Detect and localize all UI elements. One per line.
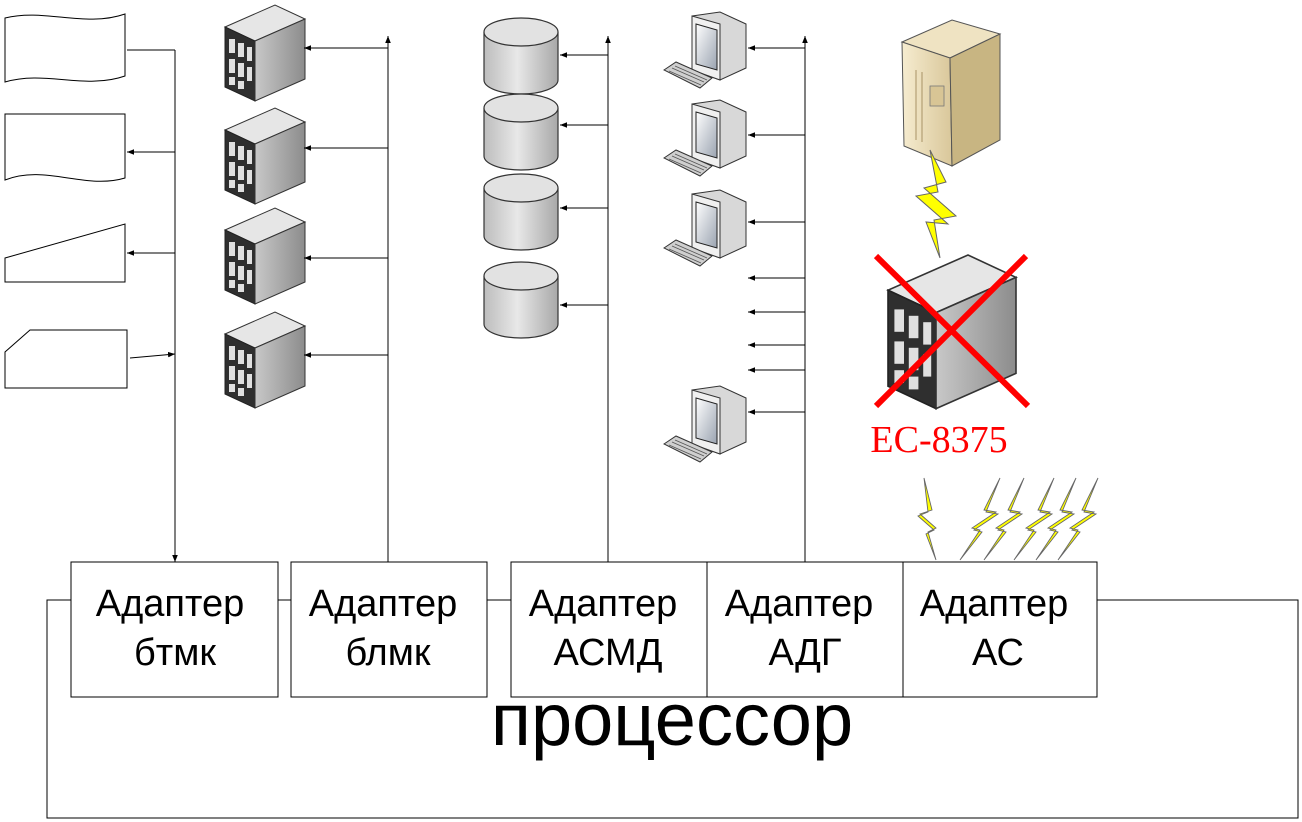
terminals xyxy=(663,11,747,463)
lightning-bolt-4 xyxy=(1013,477,1055,561)
adapter-adg: Адаптер АДГ xyxy=(706,561,904,698)
crossed-unit xyxy=(873,253,1031,410)
adapter-blmk-line1: Адаптер xyxy=(309,583,457,625)
server-icon xyxy=(900,19,1002,167)
tape-units xyxy=(224,4,306,409)
media-bus xyxy=(127,49,178,562)
punched-tape-1 xyxy=(4,13,126,83)
lightning-bolt-3 xyxy=(983,477,1025,561)
model-label: ЕС-8375 xyxy=(870,419,1007,461)
document-icon xyxy=(4,223,126,283)
adapter-as-line1: Адаптер xyxy=(920,583,1068,625)
disk-bus xyxy=(560,36,611,562)
adapter-blmk-line2: блмк xyxy=(346,632,431,674)
disk-drives xyxy=(483,17,559,339)
lightning-icon xyxy=(914,149,958,259)
adapter-as-line2: АС xyxy=(972,632,1024,674)
lightning-bolt-6 xyxy=(1057,477,1099,561)
adapter-btmk: Адаптер бтмк xyxy=(70,561,279,698)
radio-links xyxy=(917,477,1099,561)
adapter-asmd: Адаптер АСМД xyxy=(510,561,708,698)
adapter-asmd-line1: Адаптер xyxy=(529,583,677,625)
media-devices xyxy=(4,13,128,389)
tape-bus xyxy=(304,36,391,562)
adapter-btmk-line2: бтмк xyxy=(134,632,216,674)
punched-tape-2 xyxy=(4,113,126,182)
terminal-bus xyxy=(748,36,808,562)
adapter-blmk: Адаптер блмк xyxy=(290,561,488,698)
adapter-asmd-line2: АСМД xyxy=(554,632,663,674)
adapter-btmk-line1: Адаптер xyxy=(96,583,244,625)
lightning-bolt-1 xyxy=(917,477,937,561)
lightning-bolt-5 xyxy=(1035,477,1077,561)
adapter-as: Адаптер АС xyxy=(902,561,1098,698)
punched-card-icon xyxy=(4,329,128,389)
adapter-adg-line1: Адаптер xyxy=(725,583,873,625)
lightning-bolt-2 xyxy=(959,477,1001,561)
adapter-adg-line2: АДГ xyxy=(769,632,842,674)
